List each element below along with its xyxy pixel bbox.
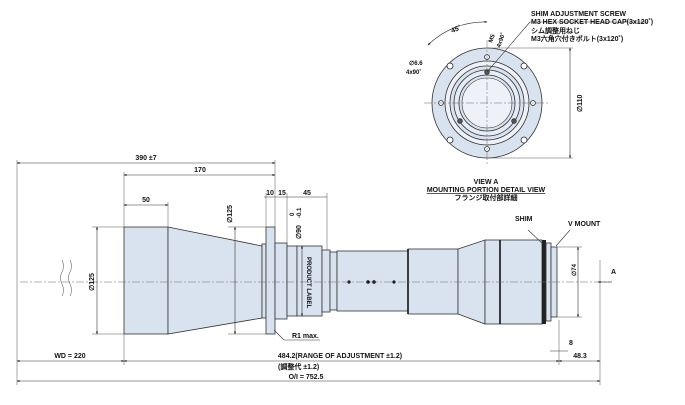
view-a-title: VIEW A [474,179,499,186]
m5-label: M5 [488,33,497,44]
shim-note-line2: M3 HEX SOCKET HEAD CAP(3x120˚) [531,18,653,26]
view-a-subtitle: MOUNTING PORTION DETAIL VIEW [427,187,546,194]
dim-adjust-jp: (調整代 ±1.2) [278,362,319,371]
view-a-subtitle-jp: フランジ取付部詳細 [455,193,518,202]
hole-dia-label: ∅6.6 [409,60,423,67]
m5-count-label: 4x90˚ [495,32,507,49]
dim-pilot-dia: ∅90 [295,225,303,239]
dim-pilot-tol-upper: 0 [290,212,296,216]
dim-45: 45 [303,190,311,197]
product-label: PRODUCT LABEL [305,257,311,309]
dim-390: 390 ±7 [135,155,156,162]
lens-side-view [16,160,612,385]
dim-adjust: 484.2(RANGE OF ADJUSTMENT ±1.2) [278,353,402,360]
shim-note-line1: SHIM ADJUSTMENT SCREW [531,11,626,18]
dim-r1: R1 max. [292,333,319,340]
dim-170: 170 [194,167,206,174]
dim-pilot-tol-lower: -0.1 [297,207,303,218]
dim-50: 50 [142,197,150,204]
hole-count-label: 4x90˚ [406,69,421,76]
shim-note-line4: M3六角穴付きボルト(3x120˚) [531,34,623,43]
dim-48: 48.3 [573,353,587,360]
v-mount-label: V MOUNT [568,221,601,228]
shim-label: SHIM [515,216,533,223]
dim-flange-dia: ∅125 [226,205,234,223]
dim-mount-dia: ∅74 [571,263,578,276]
angle-label: 45˚ [450,24,462,35]
dim-oi: O/I = 752.5 [289,374,324,381]
flange-diameter-label: ∅110 [576,95,584,112]
view-arrow-label: A [611,269,616,276]
dim-10: 10 [266,190,274,197]
view-a-flange [424,20,648,166]
dim-front-dia: ∅125 [88,273,96,291]
shim-note-line3: シム調整用ねじ [531,26,580,35]
dim-15: 15 [278,190,286,197]
dim-wd: WD = 220 [54,353,85,360]
dim-8: 8 [569,340,573,347]
